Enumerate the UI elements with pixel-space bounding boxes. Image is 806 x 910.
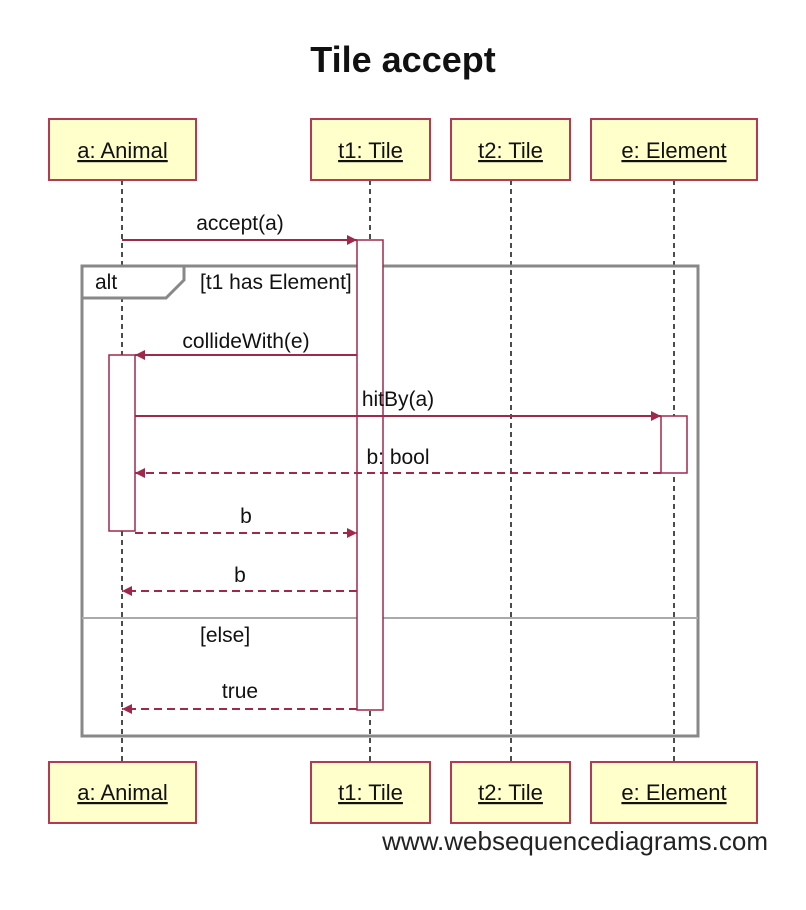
message-label-hitby: hitBy(a): [362, 388, 434, 411]
fragment-guard: [t1 has Element]: [200, 271, 352, 294]
message-label-b-2: b: [234, 564, 246, 587]
participant-label: t2: Tile: [478, 780, 543, 805]
participant-label: t2: Tile: [478, 138, 543, 163]
participant-e-bottom: e: Element: [590, 761, 758, 824]
participant-label: a: Animal: [77, 780, 168, 805]
participant-t1-top: t1: Tile: [310, 118, 431, 181]
participant-t2-top: t2: Tile: [450, 118, 571, 181]
messages: accept(a) collideWith(e) hitBy(a) b: boo…: [122, 212, 661, 714]
participant-t1-bottom: t1: Tile: [310, 761, 431, 824]
else-label: [else]: [200, 624, 250, 647]
activation-a: [108, 354, 136, 532]
participant-label: a: Animal: [77, 138, 168, 163]
message-label-collidewith: collideWith(e): [182, 330, 309, 353]
participant-t2-bottom: t2: Tile: [450, 761, 571, 824]
activation-e: [660, 415, 688, 474]
participant-label: e: Element: [621, 780, 726, 805]
alt-fragment: alt [t1 has Element] [else]: [80, 264, 700, 738]
message-label-true: true: [222, 680, 258, 703]
message-label-bbool: b: bool: [366, 446, 429, 469]
activations: [108, 239, 688, 711]
diagram-title: Tile accept: [310, 39, 495, 80]
message-label-accept: accept(a): [196, 212, 284, 235]
participants-bottom: a: Animal t1: Tile t2: Tile e: Element: [48, 761, 758, 824]
fragment-operator: alt: [95, 271, 117, 294]
watermark: www.websequencediagrams.com: [381, 826, 768, 856]
fragment-frame: [80, 264, 700, 738]
activation-t1: [356, 239, 384, 711]
message-label-b-1: b: [240, 505, 252, 528]
participants-top: a: Animal t1: Tile t2: Tile e: Element: [48, 118, 758, 181]
participant-label: t1: Tile: [338, 780, 403, 805]
participant-e-top: e: Element: [590, 118, 758, 181]
participant-label: e: Element: [621, 138, 726, 163]
participant-label: t1: Tile: [338, 138, 403, 163]
participant-a-bottom: a: Animal: [48, 761, 197, 824]
participant-a-top: a: Animal: [48, 118, 197, 181]
fragment-operator-tab: [80, 264, 186, 300]
